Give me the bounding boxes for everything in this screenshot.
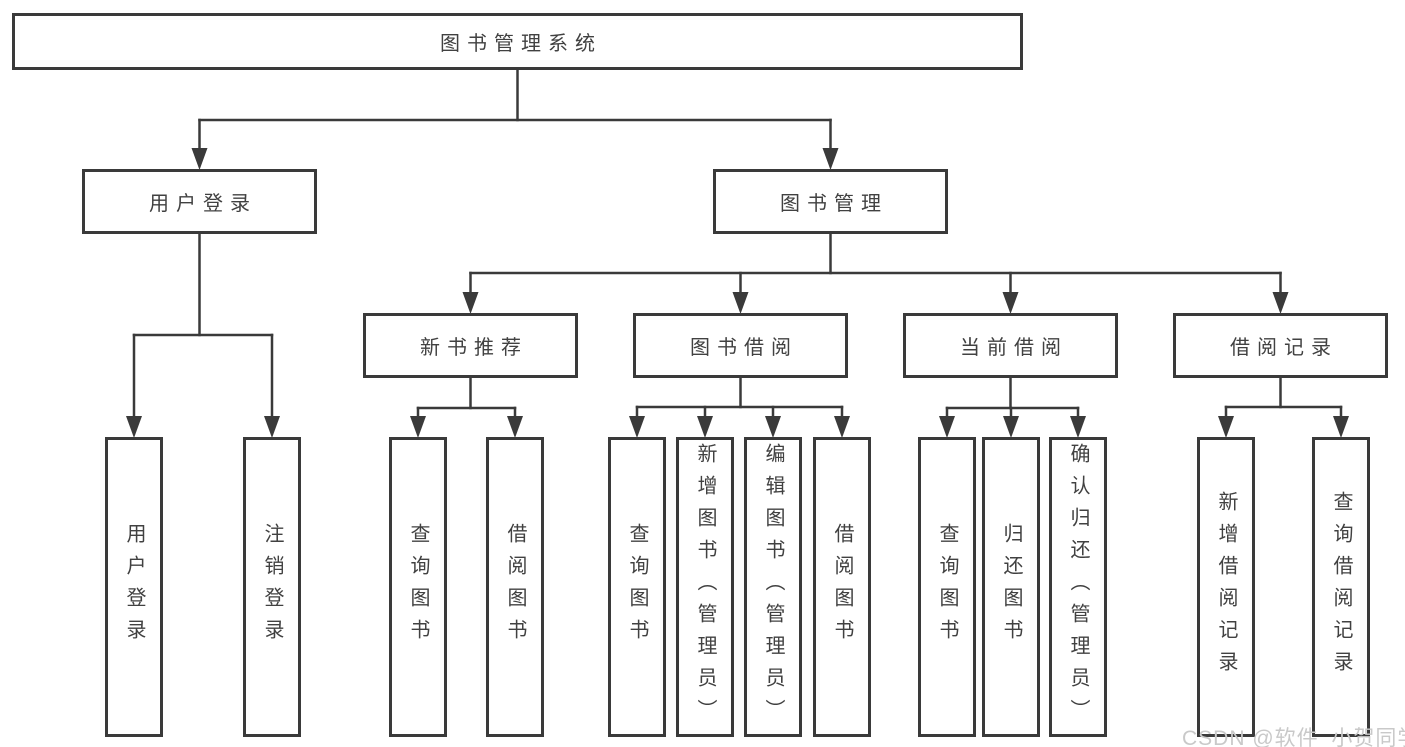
- leaf-logout-login: 注销登录: [243, 437, 301, 737]
- leaf-query-books-3: 查询图书: [918, 437, 976, 737]
- node-user-login: 用户登录: [82, 169, 317, 234]
- leaf-confirm-return-admin: 确认归还（管理员）: [1049, 437, 1107, 737]
- leaf-add-borrow-record-label: 新增借阅记录: [1215, 491, 1237, 683]
- leaf-query-books-1-label: 查询图书: [407, 523, 429, 651]
- arrowhead-icons: [126, 148, 1349, 438]
- node-new-book-recommend: 新书推荐: [363, 313, 578, 378]
- leaf-query-borrow-record: 查询借阅记录: [1312, 437, 1370, 737]
- node-user-login-label: 用户登录: [149, 193, 257, 215]
- leaf-return-books: 归还图书: [982, 437, 1040, 737]
- node-root-label: 图书管理系统: [440, 33, 602, 55]
- leaf-query-books-1: 查询图书: [389, 437, 447, 737]
- leaf-edit-books-admin: 编辑图书（管理员）: [744, 437, 802, 737]
- node-book-management-label: 图书管理: [780, 193, 888, 215]
- leaf-user-login: 用户登录: [105, 437, 163, 737]
- leaf-add-borrow-record: 新增借阅记录: [1197, 437, 1255, 737]
- node-borrow-record-label: 借阅记录: [1230, 337, 1338, 359]
- leaf-user-login-label: 用户登录: [123, 523, 145, 651]
- leaf-query-borrow-record-label: 查询借阅记录: [1330, 491, 1352, 683]
- leaf-logout-login-label: 注销登录: [261, 523, 283, 651]
- leaf-borrow-books-2-label: 借阅图书: [831, 523, 853, 651]
- node-book-management: 图书管理: [713, 169, 948, 234]
- leaf-return-books-label: 归还图书: [1000, 523, 1022, 651]
- leaf-query-books-3-label: 查询图书: [936, 523, 958, 651]
- leaf-add-books-admin: 新增图书（管理员）: [676, 437, 734, 737]
- node-borrow-record: 借阅记录: [1173, 313, 1388, 378]
- node-book-borrow-label: 图书借阅: [690, 337, 798, 359]
- leaf-edit-books-admin-label: 编辑图书（管理员）: [762, 443, 784, 731]
- node-root: 图书管理系统: [12, 13, 1023, 70]
- csdn-watermark: CSDN @软件_小贺同学: [1182, 727, 1405, 747]
- node-new-book-recommend-label: 新书推荐: [420, 337, 528, 359]
- leaf-query-books-2-label: 查询图书: [626, 523, 648, 651]
- node-book-borrow: 图书借阅: [633, 313, 848, 378]
- node-current-borrow: 当前借阅: [903, 313, 1118, 378]
- leaf-borrow-books-1: 借阅图书: [486, 437, 544, 737]
- leaf-borrow-books-1-label: 借阅图书: [504, 523, 526, 651]
- leaf-confirm-return-admin-label: 确认归还（管理员）: [1067, 443, 1089, 731]
- leaf-query-books-2: 查询图书: [608, 437, 666, 737]
- leaf-borrow-books-2: 借阅图书: [813, 437, 871, 737]
- leaf-add-books-admin-label: 新增图书（管理员）: [694, 443, 716, 731]
- node-current-borrow-label: 当前借阅: [960, 337, 1068, 359]
